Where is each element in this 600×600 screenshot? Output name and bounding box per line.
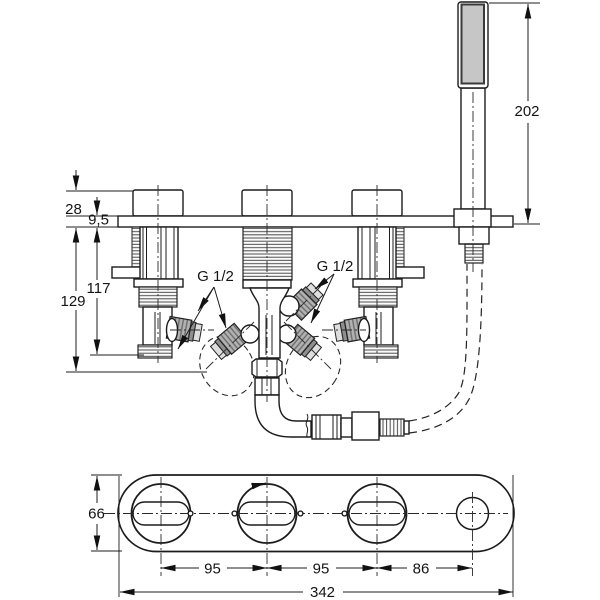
plan-view: 66 95 95 86 342 <box>88 474 515 600</box>
hose-nut-upper <box>251 358 283 378</box>
hose-connector-nut <box>351 411 380 441</box>
valve-bottom-stub-right <box>363 344 399 359</box>
hose-elbow-and-fittings <box>254 394 410 441</box>
dim-label-86: 86 <box>413 561 430 578</box>
inlet-dot <box>231 510 238 517</box>
valve-thread-right <box>358 286 398 308</box>
dim-label-66: 66 <box>88 506 105 523</box>
mounting-bracket-left <box>111 266 142 279</box>
hand-shower <box>453 1 492 264</box>
hose-thread-end <box>379 418 405 437</box>
dim-label-95-1: 95 <box>204 561 221 578</box>
shower-hose-nipple <box>464 243 484 264</box>
front-elevation-view: 28 9,5 117 129 202 G 1/2 G 1/2 <box>60 1 540 441</box>
dim-label-95-2: 95 <box>313 561 330 578</box>
thread-label-right: G 1/2 <box>317 258 354 275</box>
valve-bottom-stub-left <box>137 344 173 359</box>
deck-plate <box>117 215 514 228</box>
dim-label-342: 342 <box>310 584 335 600</box>
mixer-thread-body <box>242 226 293 281</box>
inlet-dot <box>297 510 304 517</box>
shower-hose-dashed <box>408 263 483 434</box>
shower-holder <box>453 208 492 228</box>
shower-spray-face <box>460 3 485 85</box>
thread-label-left: G 1/2 <box>197 268 234 285</box>
front-dimensions: 28 9,5 117 129 202 G 1/2 G 1/2 <box>60 2 540 373</box>
rotation-marker <box>251 482 267 490</box>
dim-label-28: 28 <box>65 201 82 218</box>
dim-label-117: 117 <box>87 280 111 297</box>
valve-flange-right <box>352 278 403 288</box>
plan-dimensions: 66 95 95 86 342 <box>88 474 514 600</box>
inlet-dot <box>341 510 348 517</box>
hose-loop-left <box>199 335 255 397</box>
mounting-stud-right <box>395 226 405 269</box>
mounting-bracket-right <box>394 266 425 279</box>
valve-body-right <box>332 226 425 359</box>
shower-holder-block <box>458 226 490 245</box>
mixer-neck <box>249 287 290 359</box>
valve-flange-left <box>133 278 184 288</box>
inlet-dot <box>187 510 194 517</box>
valve-body-left <box>111 226 204 359</box>
hose-loop-right <box>284 335 342 399</box>
dim-label-129: 129 <box>60 293 85 310</box>
mounting-stud-left <box>131 226 141 269</box>
dim-label-9-5: 9,5 <box>88 212 109 229</box>
hose-elbow <box>254 394 312 438</box>
hose-coupling <box>311 414 342 440</box>
dim-label-202: 202 <box>514 103 539 120</box>
